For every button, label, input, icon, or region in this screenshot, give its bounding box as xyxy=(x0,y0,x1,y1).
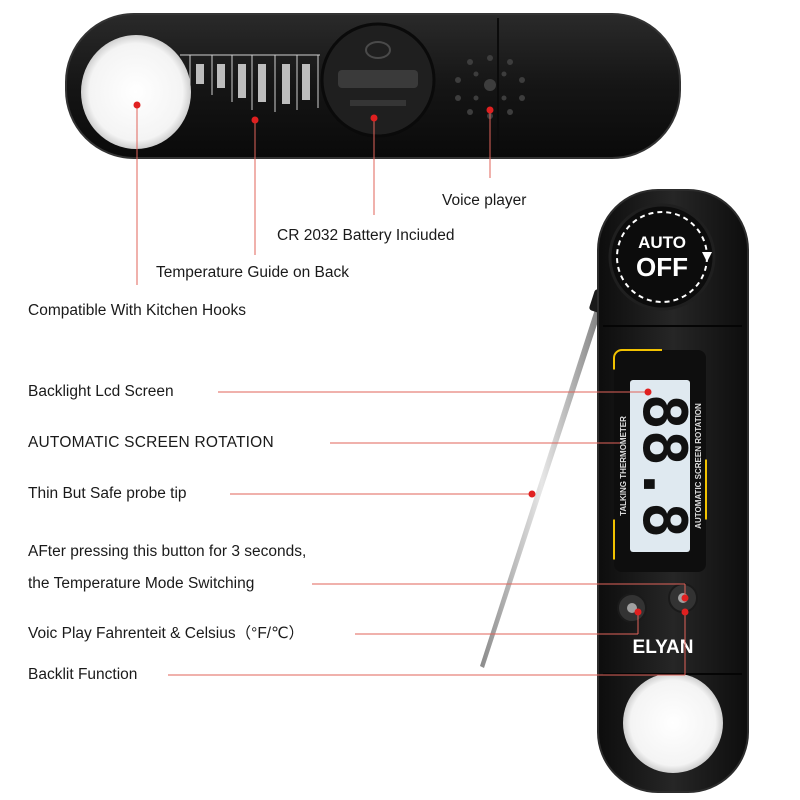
probe-rod xyxy=(480,300,604,668)
battery-cover-icon xyxy=(365,41,391,59)
callout-dots xyxy=(133,101,689,616)
off-label: OFF xyxy=(636,252,688,282)
callout-kitchen-hooks: Compatible With Kitchen Hooks xyxy=(28,302,246,319)
bottom-hook-hole xyxy=(623,673,723,773)
front-view-thermometer: AUTO OFF 88.8 TALKING THERMOMETER AUTOMA… xyxy=(597,189,749,793)
callout-auto-rotation: AUTOMATIC SCREEN ROTATION xyxy=(28,434,274,451)
callout-backlit: Backlit Function xyxy=(28,666,138,683)
auto-off-ring xyxy=(608,203,716,311)
hook-hole xyxy=(81,35,191,149)
brand-logo: ELYAN xyxy=(633,637,694,658)
callout-mode-switch-line1: AFter pressing this button for 3 seconds… xyxy=(28,543,307,560)
callout-voice-play: Voic Play Fahrenteit & Celsius（°F/℃） xyxy=(28,625,305,642)
auto-label: AUTO xyxy=(638,233,686,252)
temperature-guide xyxy=(180,54,320,112)
auto-off-arrow-icon xyxy=(702,252,712,262)
callout-backlight-lcd: Backlight Lcd Screen xyxy=(28,383,174,400)
back-view-thermometer xyxy=(65,13,681,159)
light-icon xyxy=(627,603,637,613)
speaker-grille xyxy=(455,55,525,119)
callout-voice-player: Voice player xyxy=(442,192,527,209)
callout-mode-switch-line2: the Temperature Mode Switching xyxy=(28,575,255,592)
battery-cover-slot xyxy=(338,70,418,88)
lcd-screen xyxy=(630,380,690,552)
back-body-rim xyxy=(65,13,681,159)
callout-temp-guide: Temperature Guide on Back xyxy=(156,264,349,281)
callout-battery: CR 2032 Battery Inciuded xyxy=(277,227,455,244)
front-body-rim xyxy=(597,189,749,793)
lcd-digits: 88.8 xyxy=(629,394,699,539)
temperature-guide-ticks xyxy=(196,64,310,104)
probe xyxy=(480,289,607,668)
side-label-rotation: AUTOMATIC SCREEN ROTATION xyxy=(694,403,703,529)
callout-probe-tip: Thin But Safe probe tip xyxy=(28,485,187,502)
callout-lines xyxy=(136,105,686,676)
side-label-talking: TALKING THERMOMETER xyxy=(619,416,628,516)
